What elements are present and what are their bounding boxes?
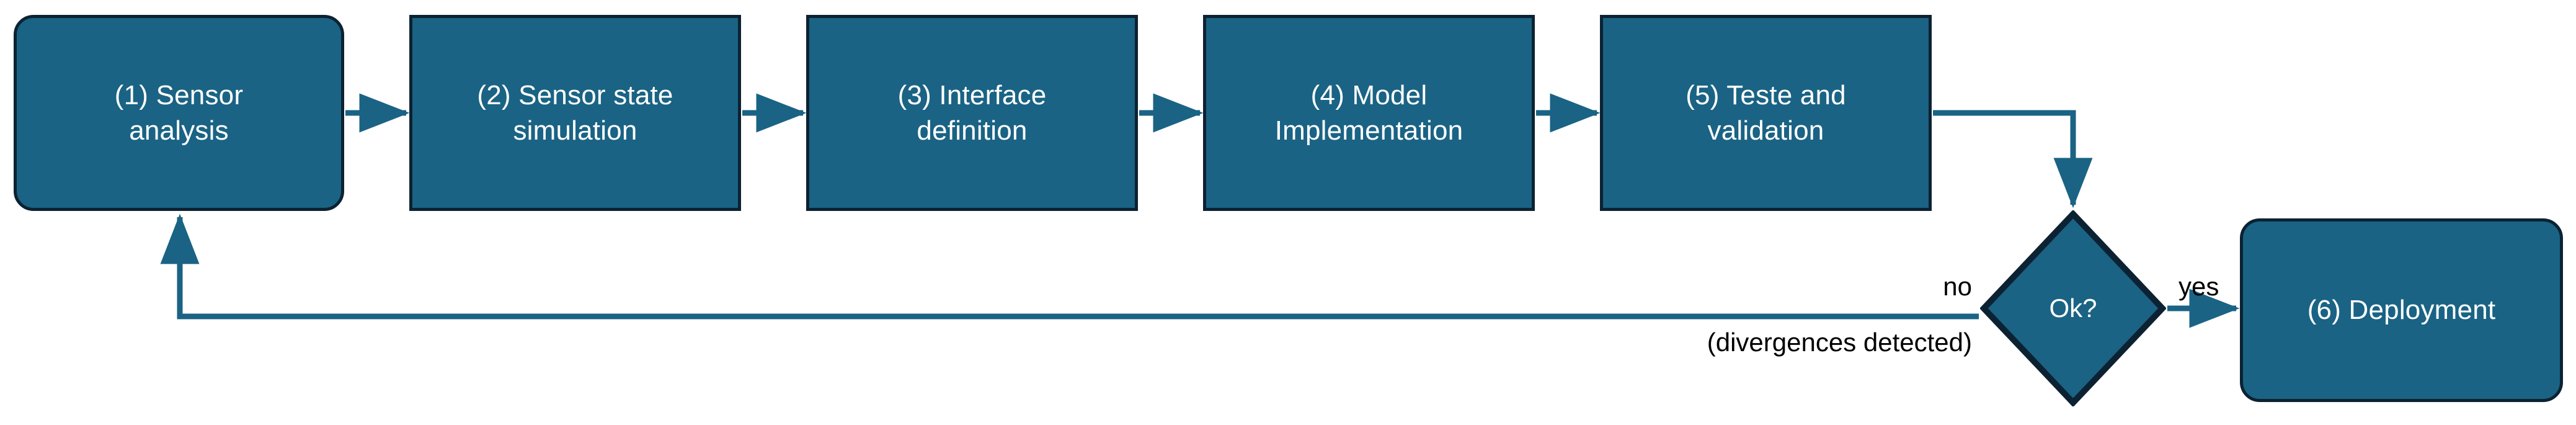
process-node-sensor-analysis[interactable]: (1) Sensor analysis: [14, 15, 344, 211]
diamond-shape: [1980, 210, 2166, 406]
process-node-sensor-state-simulation[interactable]: (2) Sensor state simulation: [409, 15, 741, 211]
edge-label-divergences-detected: (divergences detected): [1707, 328, 1972, 357]
edge-label-no: no: [1943, 272, 1972, 301]
edge-label-yes: yes: [2178, 272, 2219, 301]
decision-node-ok[interactable]: Ok?: [1980, 210, 2166, 406]
process-node-interface-definition[interactable]: (3) Interface definition: [806, 15, 1138, 211]
arrow-step5-decision: [1933, 110, 2093, 208]
process-node-model-implementation[interactable]: (4) Model Implementation: [1203, 15, 1535, 211]
process-node-teste-and-validation[interactable]: (5) Teste and validation: [1600, 15, 1932, 211]
process-node-deployment[interactable]: (6) Deployment: [2240, 218, 2563, 402]
arrow-decision-step1-no: [160, 213, 1979, 320]
